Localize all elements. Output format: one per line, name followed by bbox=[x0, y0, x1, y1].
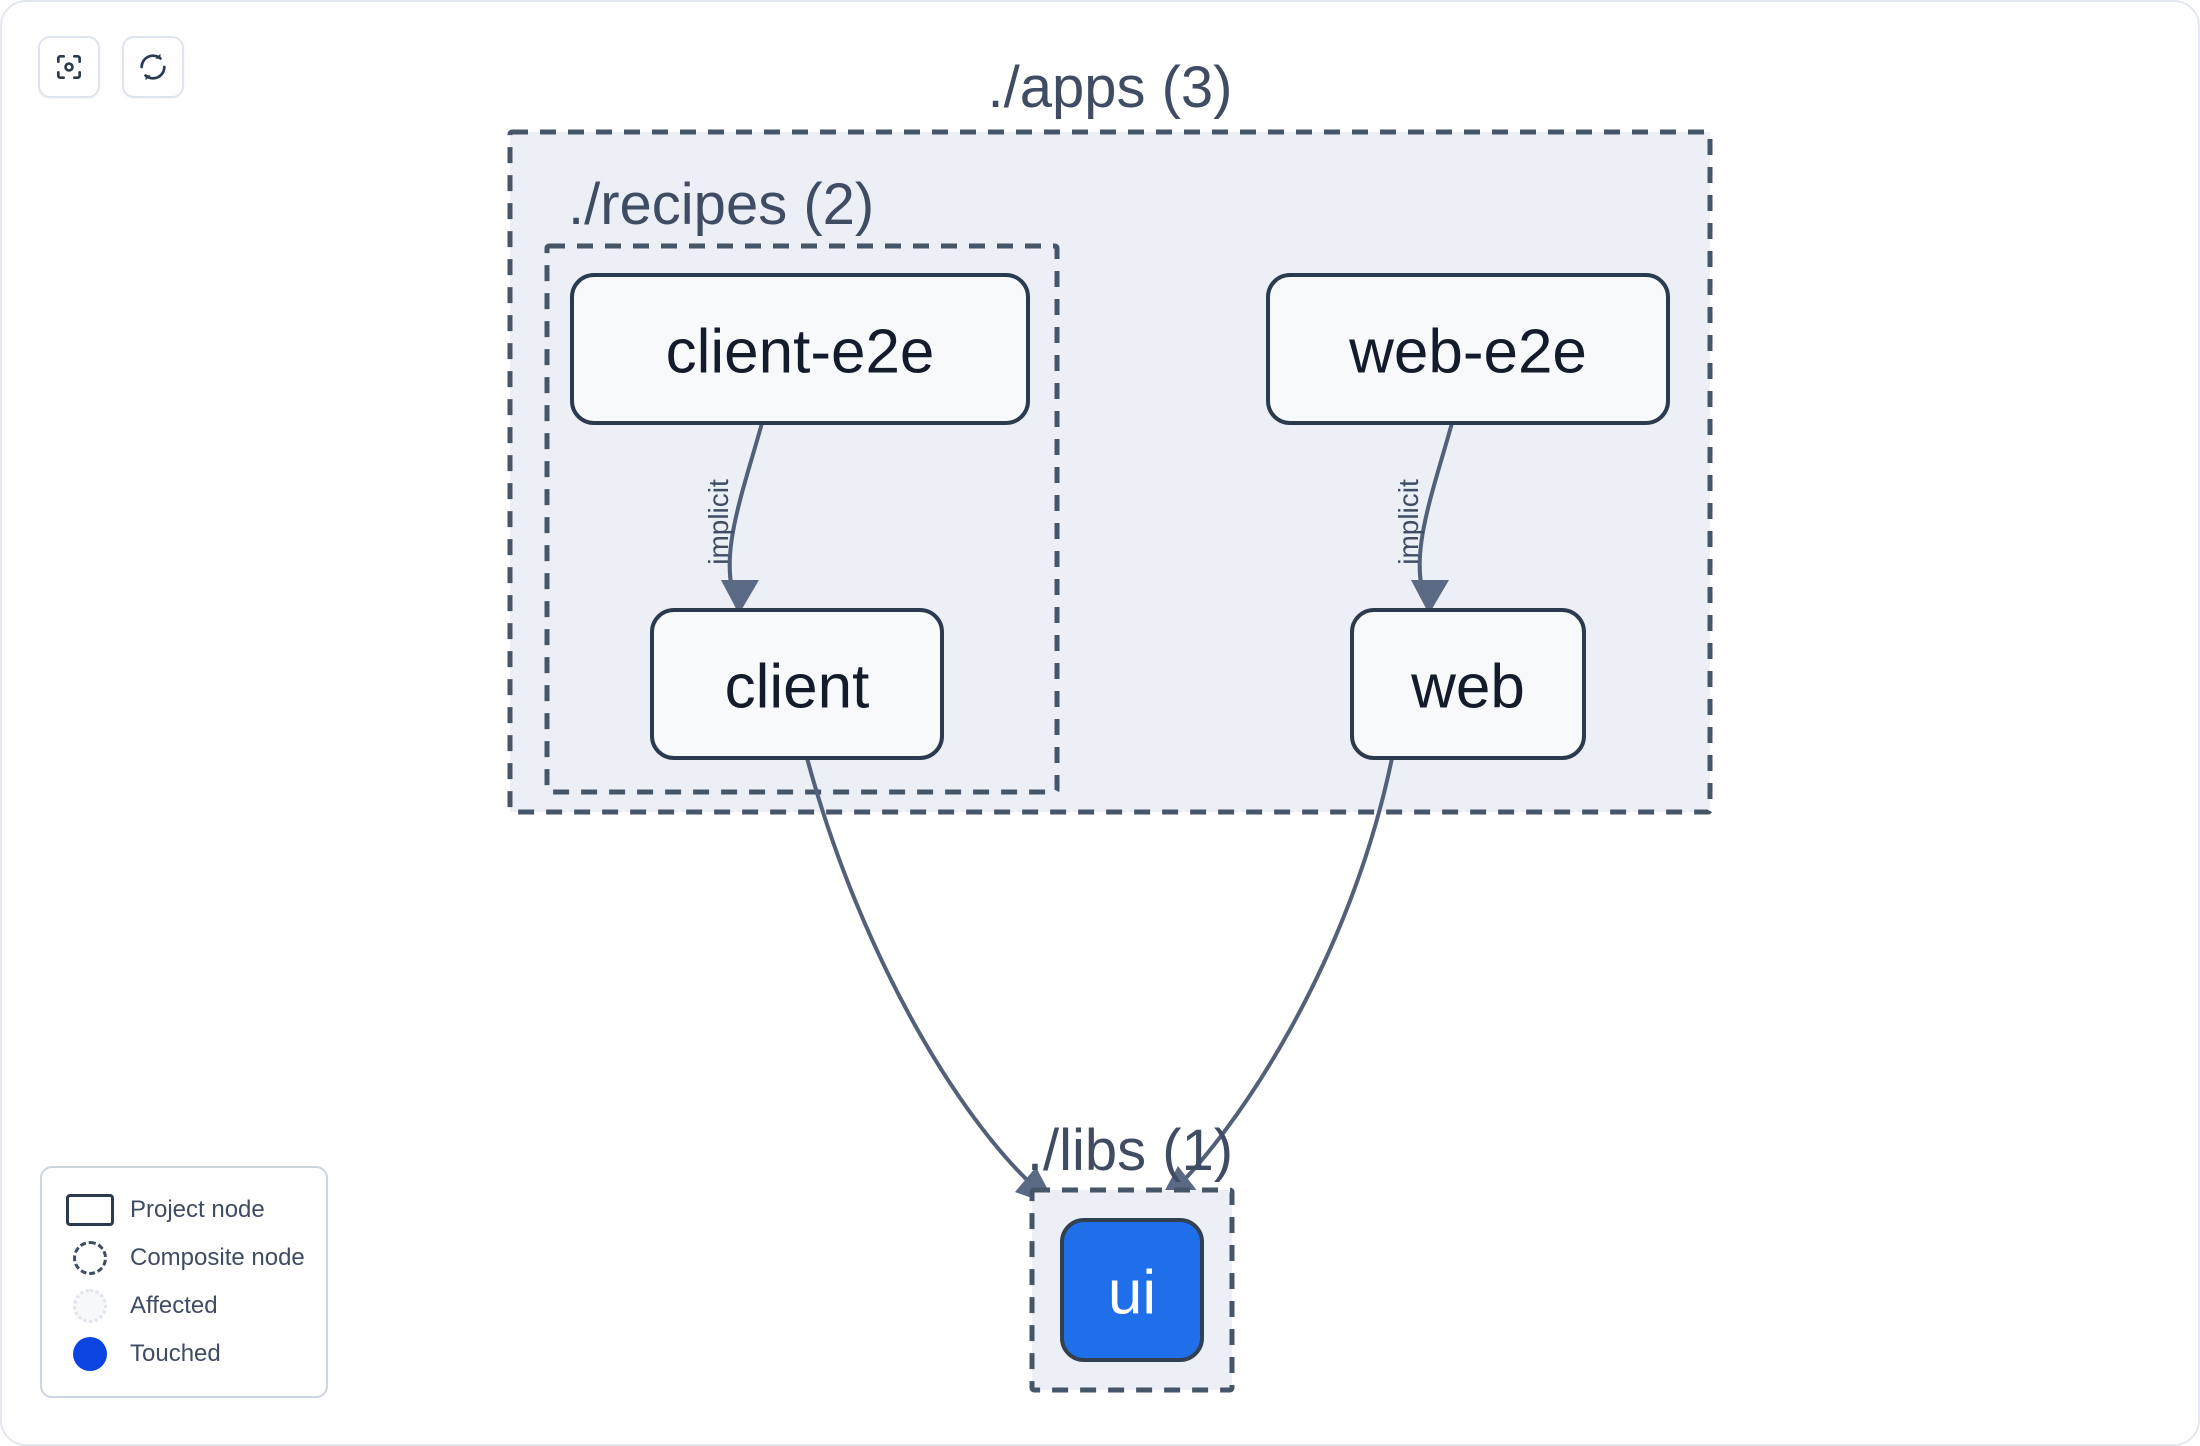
edge-client-to-ui[interactable] bbox=[805, 757, 1057, 1207]
legend-item-project-node: Project node bbox=[62, 1186, 306, 1234]
project-node-web[interactable]: web bbox=[1350, 608, 1586, 760]
edge-label-implicit-client: implicit bbox=[703, 479, 734, 565]
legend-item-composite-node: Composite node bbox=[62, 1234, 306, 1282]
project-node-swatch bbox=[62, 1191, 118, 1229]
legend-label-project-node: Project node bbox=[130, 1196, 265, 1223]
project-node-label-web-e2e: web-e2e bbox=[1348, 318, 1587, 387]
touched-swatch bbox=[62, 1335, 118, 1373]
project-node-client-e2e[interactable]: client-e2e bbox=[570, 273, 1030, 425]
graph-toolbar bbox=[38, 36, 184, 98]
legend-label-affected: Affected bbox=[130, 1292, 218, 1319]
project-node-label-web: web bbox=[1410, 653, 1525, 722]
legend-label-touched: Touched bbox=[130, 1340, 221, 1367]
composite-node-swatch bbox=[62, 1239, 118, 1277]
project-node-ui[interactable]: ui bbox=[1060, 1218, 1204, 1362]
project-node-label-ui: ui bbox=[1108, 1259, 1156, 1328]
focus-graph-button[interactable] bbox=[38, 36, 100, 98]
composite-label-recipes: ./recipes (2) bbox=[568, 172, 874, 237]
project-node-label-client: client bbox=[725, 653, 870, 722]
graph-legend: Project node Composite node Affected Tou… bbox=[40, 1166, 328, 1398]
focus-target-icon bbox=[53, 51, 85, 83]
legend-item-affected: Affected bbox=[62, 1282, 306, 1330]
composite-label-libs: ./libs (1) bbox=[1027, 1118, 1233, 1183]
project-node-client[interactable]: client bbox=[650, 608, 944, 760]
refresh-icon bbox=[137, 51, 169, 83]
project-node-web-e2e[interactable]: web-e2e bbox=[1266, 273, 1670, 425]
legend-label-composite-node: Composite node bbox=[130, 1244, 305, 1271]
edge-client-e2e-to-client[interactable]: implicit bbox=[703, 422, 764, 614]
graph-edges: implicit implicit bbox=[703, 422, 1454, 1207]
legend-item-touched: Touched bbox=[62, 1330, 306, 1378]
refresh-graph-button[interactable] bbox=[122, 36, 184, 98]
project-node-label-client-e2e: client-e2e bbox=[666, 318, 935, 387]
affected-swatch bbox=[62, 1287, 118, 1325]
edge-web-e2e-to-web[interactable]: implicit bbox=[1393, 422, 1454, 614]
edge-label-implicit-web: implicit bbox=[1393, 479, 1424, 565]
composite-label-apps: ./apps (3) bbox=[988, 55, 1233, 120]
